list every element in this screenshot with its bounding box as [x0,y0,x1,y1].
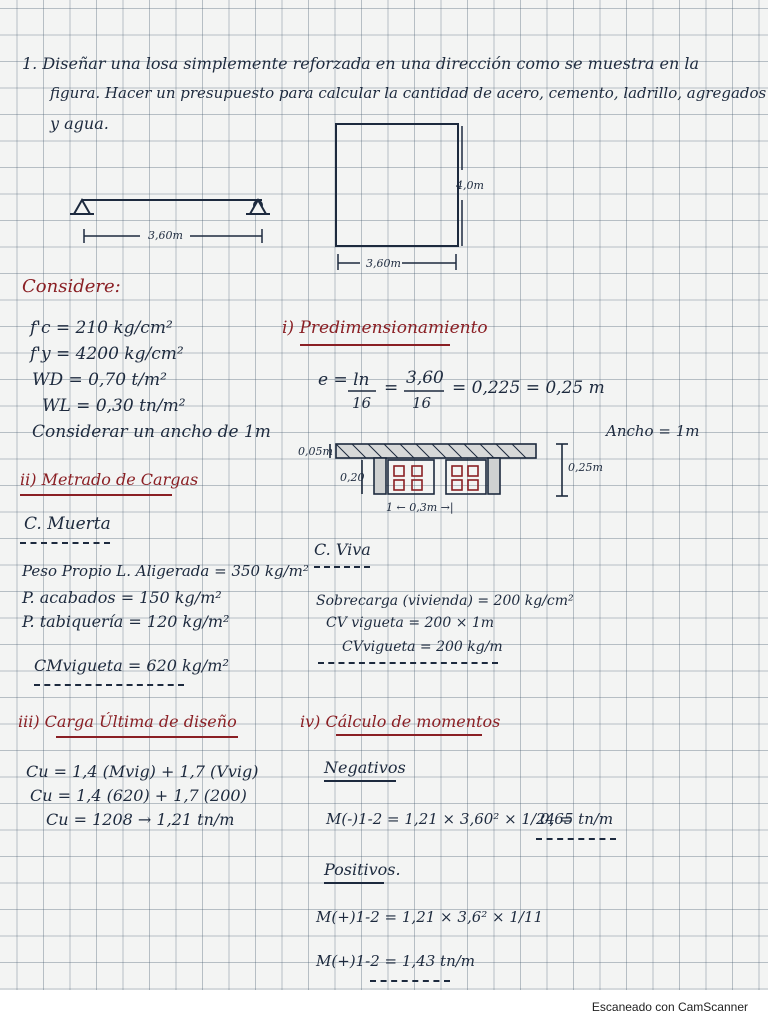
dim-bottom-label: 1 ← 0,3m →| [386,501,454,514]
problem-line-3: y agua. [50,114,109,133]
beam-span-label: 3,60m [148,229,183,242]
cv-dash [314,566,370,568]
positivos-label: Positivos. [324,860,401,879]
cm-vigueta-dash [34,684,184,686]
considere-title: Considere: [22,276,121,297]
negativos-underline [324,780,396,782]
ancho-note: Considerar un ancho de 1m [32,422,271,442]
slab-width-label: 3,60m [366,257,401,270]
cu-line-1: Cu = 1,4 (Mvig) + 1,7 (Vvig) [26,762,259,781]
positivos-underline [324,882,384,884]
cv-result-dash [318,662,498,664]
neg-result-dash [536,838,616,840]
metrado-underline [20,494,172,496]
diagram-layer [70,123,568,497]
predim-formula-den: 16 [352,394,372,412]
beam-diagram [70,197,270,243]
pos-result: M(+)1-2 = 1,43 tn/m [316,952,476,970]
tabiqueria: P. tabiquería = 120 kg/m² [22,612,230,631]
pos-formula: M(+)1-2 = 1,21 × 3,6² × 1/11 [316,908,544,926]
predim-num2: 3,60 [406,368,444,388]
fy-value: f'y = 4200 kg/cm² [30,344,184,364]
acabados: P. acabados = 150 kg/m² [22,588,222,607]
cm-title: C. Muerta [24,514,111,534]
scanner-footer: Escaneado con CamScanner [0,990,768,1024]
predim-formula-left: e = ln [318,370,370,390]
problem-line-2: figura. Hacer un presupuesto para calcul… [50,84,767,102]
predim-title: i) Predimensionamiento [282,318,488,338]
problem-line-1: 1. Diseñar una losa simplemente reforzad… [22,54,700,73]
cv-result: CVvigueta = 200 kg/m [342,639,503,655]
neg-formula: M(-)1-2 = 1,21 × 3,60² × 1/24 = [326,810,573,828]
peso-propio: Peso Propio L. Aligerada = 350 kg/m² [22,562,309,580]
sobrecarga: Sobrecarga (vivienda) = 200 kg/cm² [316,593,574,609]
slab-height-label: 4,0m [456,179,484,192]
slab-plan-diagram [335,123,463,270]
fc-value: f'c = 210 kg/cm² [30,318,173,338]
metrado-title: ii) Metrado de Cargas [20,470,199,489]
joist-section-diagram [329,443,568,497]
momentos-underline [336,734,482,736]
negativos-label: Negativos [324,758,406,777]
cu-line-2: Cu = 1,4 (620) + 1,7 (200) [30,786,247,805]
wd-value: WD = 0,70 t/m² [32,370,167,390]
predim-result: = 0,225 = 0,25 m [452,378,605,398]
predim-eq: = [384,378,399,398]
dim-total-label: 0,25m [568,461,603,474]
momentos-title: iv) Cálculo de momentos [300,712,501,731]
scanner-watermark: Escaneado con CamScanner [591,1000,748,1014]
notebook-page: 1. Diseñar una losa simplemente reforzad… [0,0,768,990]
carga-ultima-underline [56,736,238,738]
neg-result: 0,65 tn/m [540,810,614,828]
cu-line-3: Cu = 1208 → 1,21 tn/m [46,810,235,829]
pos-result-dash [370,980,450,982]
carga-ultima-title: iii) Carga Última de diseño [18,712,237,731]
dim-top-label: 0,05m [298,445,333,458]
predim-underline [300,344,450,346]
cv-title: C. Viva [314,540,371,559]
cm-vigueta: CMvigueta = 620 kg/m² [34,656,229,675]
predim-ancho: Ancho = 1m [606,422,700,440]
predim-den2: 16 [412,394,432,412]
cm-dash [20,542,110,544]
wl-value: WL = 0,30 tn/m² [42,396,186,416]
cv-vigueta: CV vigueta = 200 × 1m [326,615,495,631]
dim-mid-label: 0,20 [340,471,365,484]
